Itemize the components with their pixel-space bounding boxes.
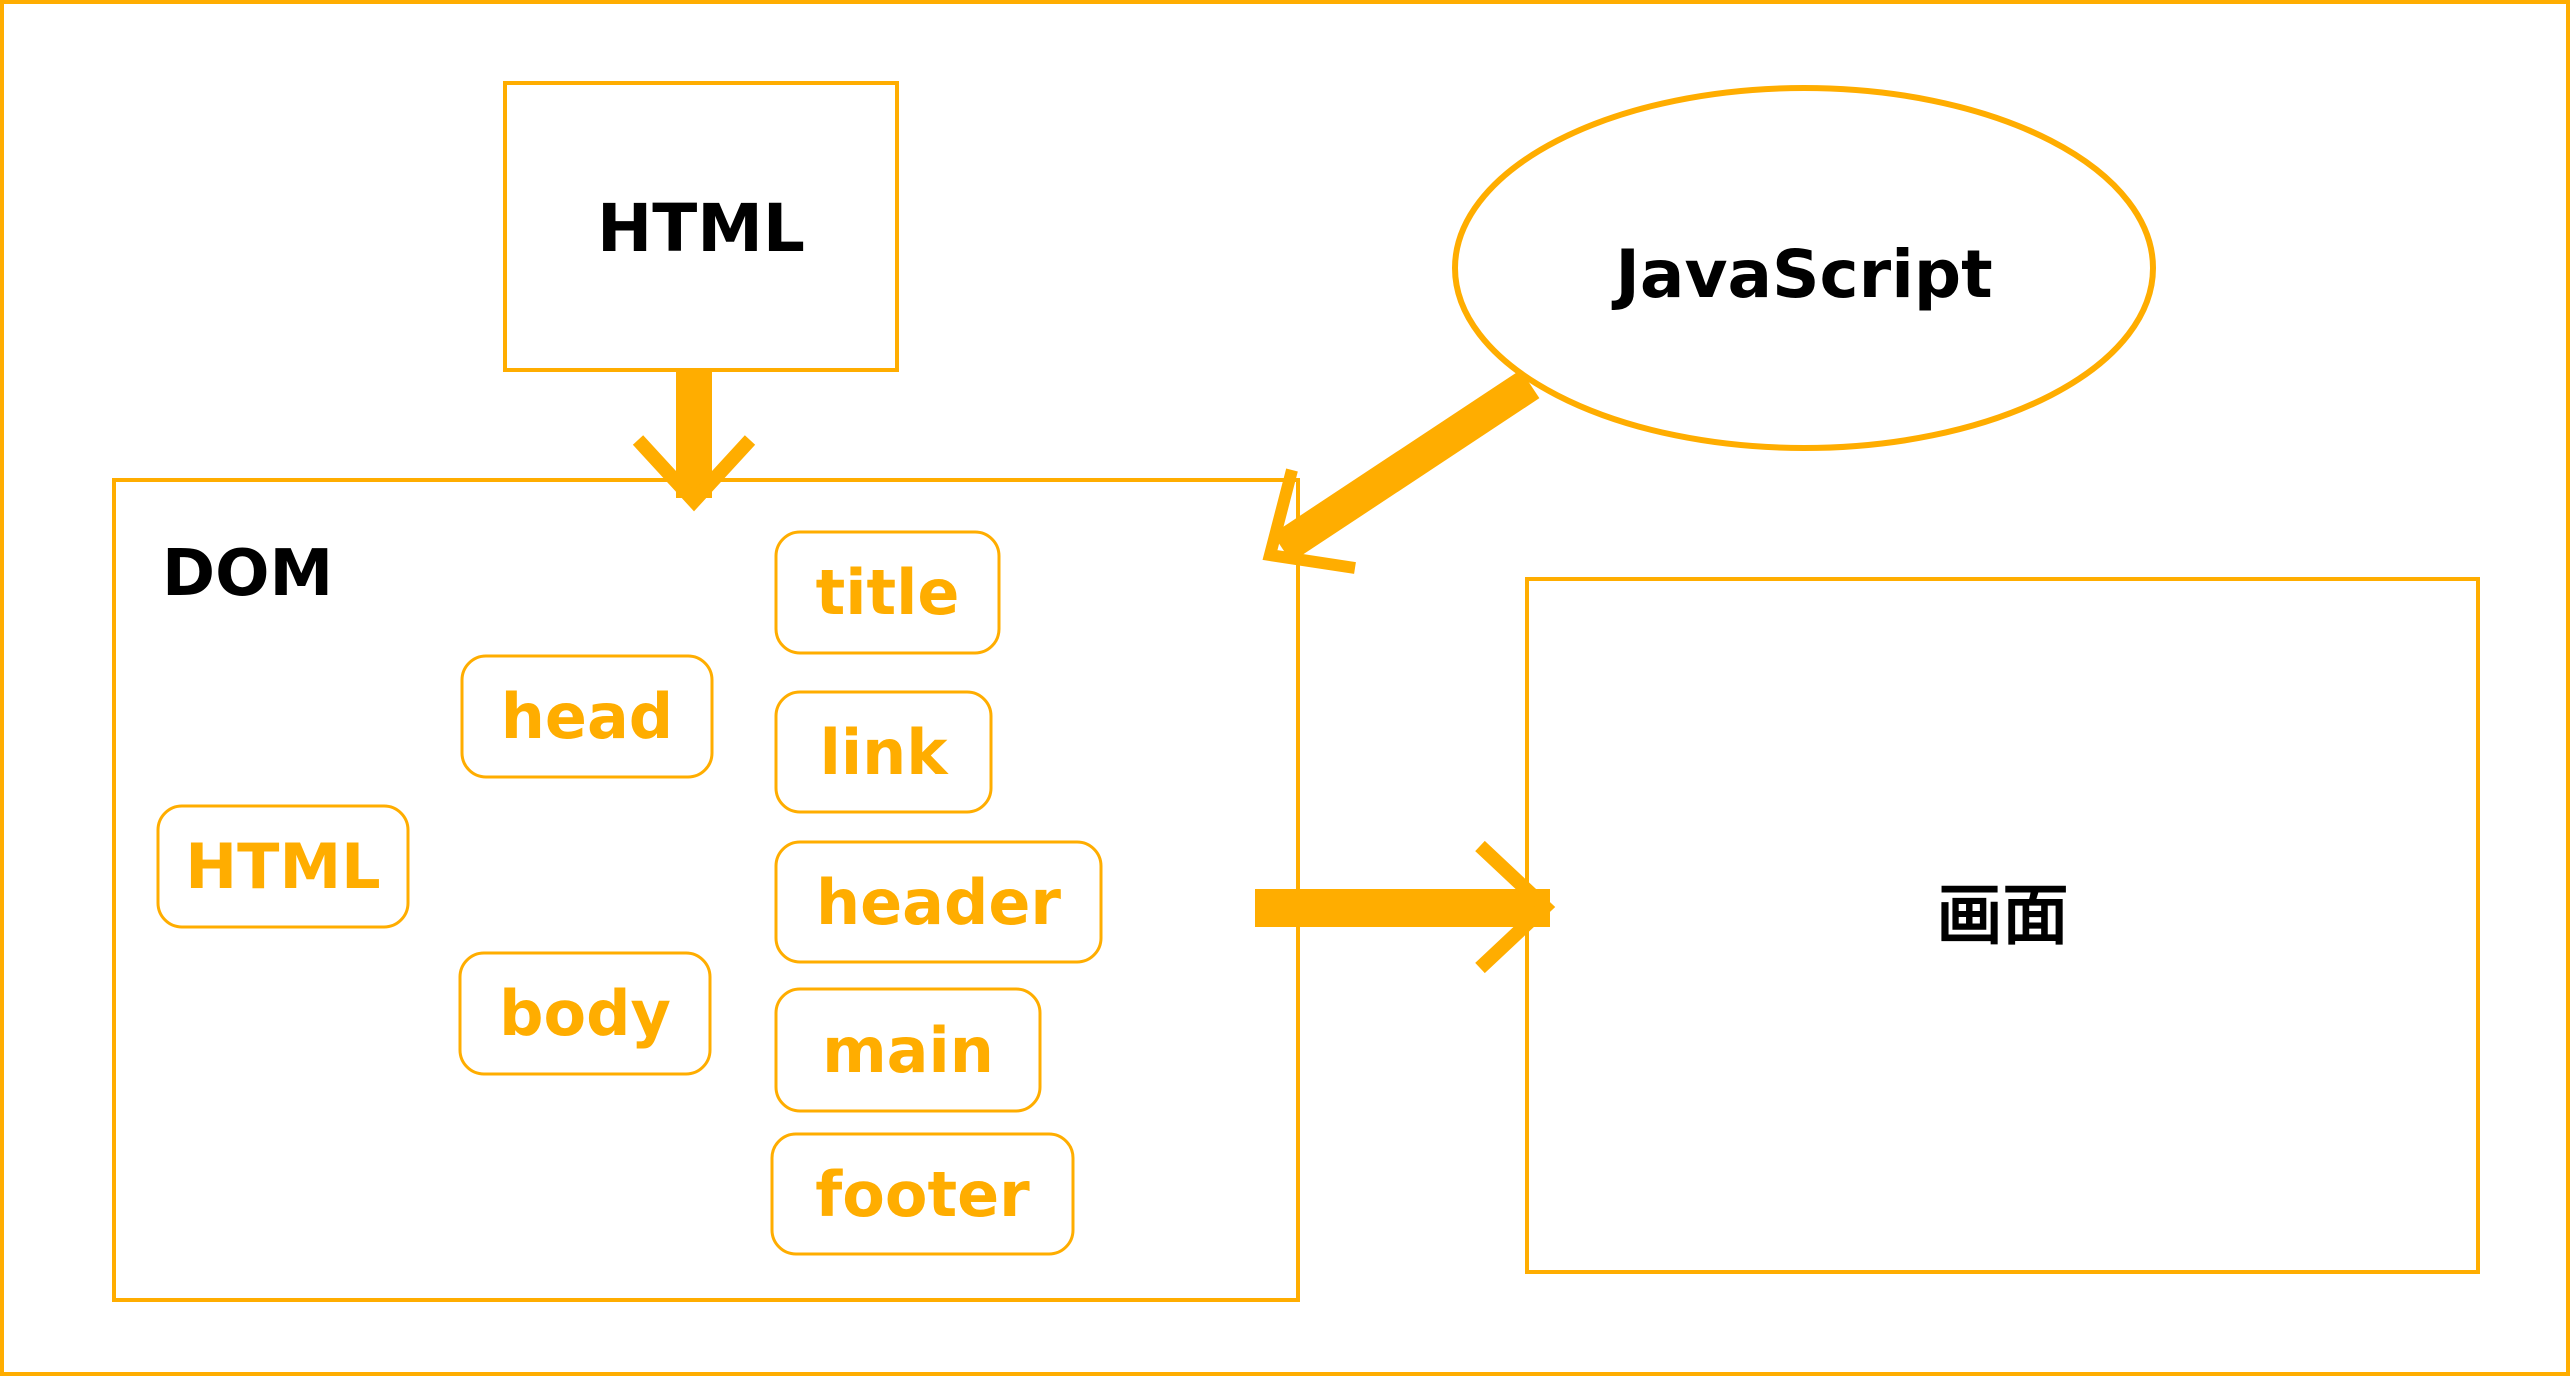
dom-node-footer-label: footer bbox=[815, 1158, 1030, 1231]
arrow-dom-to-screen bbox=[1255, 840, 1556, 974]
dom-node-title-box bbox=[774, 530, 1001, 655]
dom-node-link-box bbox=[774, 690, 993, 814]
html-source-label: HTML bbox=[597, 190, 805, 267]
dom-node-html-label: HTML bbox=[185, 830, 381, 903]
dom-title: DOM bbox=[162, 537, 334, 611]
dom-node-head-box bbox=[460, 654, 714, 779]
arrow-html-to-dom bbox=[632, 370, 756, 512]
javascript-ellipse bbox=[1452, 85, 2156, 451]
dom-node-title-label: title bbox=[815, 556, 960, 629]
dom-node-link-label: link bbox=[819, 716, 948, 789]
dom-node-body-label: body bbox=[499, 977, 671, 1050]
screen-label: 画面 bbox=[1936, 877, 2069, 954]
dom-node-main-label: main bbox=[822, 1014, 994, 1087]
dom-node-footer-box bbox=[770, 1132, 1075, 1256]
arrow-javascript-to-dom bbox=[1262, 369, 1540, 574]
dom-node-body-box bbox=[458, 951, 712, 1076]
dom-node-head-label: head bbox=[500, 680, 674, 753]
dom-node-main-box bbox=[774, 987, 1042, 1113]
dom-node-header-label: header bbox=[815, 866, 1062, 939]
dom-node-header-box bbox=[774, 840, 1103, 964]
dom-node-html-box bbox=[156, 804, 410, 929]
javascript-label: JavaScript bbox=[1615, 236, 1993, 313]
